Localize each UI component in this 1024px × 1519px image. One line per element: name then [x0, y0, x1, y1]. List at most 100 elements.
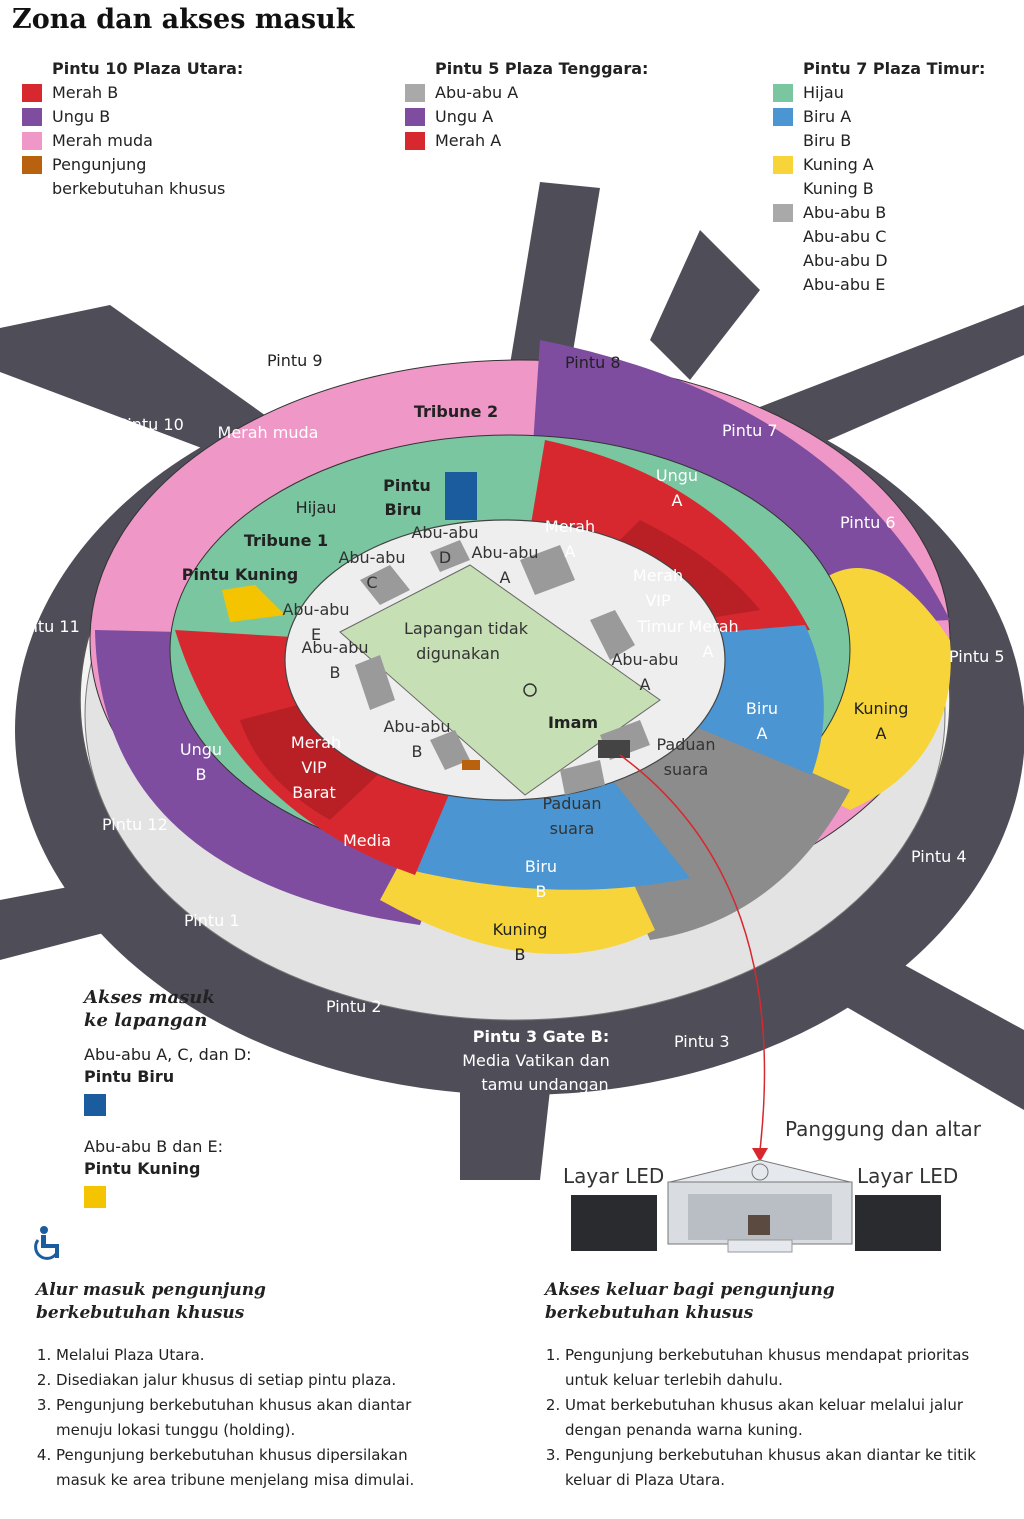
zone-label: Biru — [525, 857, 557, 876]
gate-labels: Pintu 9 Pintu 8 Pintu 10 Pintu 7 Pintu 6… — [14, 351, 1005, 1051]
floor-label: Abu-abu — [282, 600, 349, 619]
led-label-right: Layar LED — [857, 1164, 958, 1188]
list-item: Pengunjung berkebutuhan khusus akan dian… — [56, 1393, 456, 1443]
zone-label: Barat — [292, 783, 335, 802]
floor-label: Abu-abu — [301, 638, 368, 657]
access-heading: ke lapangan — [84, 1010, 208, 1031]
legend-plaza-tenggara: Pintu 5 Plaza Tenggara: Abu-abu A Ungu A… — [405, 57, 648, 153]
floor-label: suara — [550, 819, 595, 838]
legend-label: Hijau — [803, 83, 844, 102]
gate-label: Pintu 9 — [267, 351, 323, 370]
legend-swatch — [773, 156, 793, 174]
legend-label: Ungu B — [52, 107, 111, 126]
gate-label: Pintu 1 — [184, 911, 240, 930]
floor-label: Paduan — [657, 735, 716, 754]
floor-label: Abu-abu — [411, 523, 478, 542]
list-item: Pengunjung berkebutuhan khusus mendapat … — [565, 1343, 995, 1393]
field — [339, 564, 661, 796]
stage-title: Panggung dan altar — [785, 1117, 982, 1141]
accessible-area — [462, 760, 480, 770]
legend-plaza-timur: Pintu 7 Plaza Timur: Hijau Biru A Biru B… — [773, 57, 985, 297]
zone-label: A — [703, 642, 714, 661]
notes-heading: Alur masuk pengunjung — [36, 1280, 266, 1300]
floor-label: Abu-abu — [471, 543, 538, 562]
notes-heading: Akses keluar bagi pengunjung — [545, 1280, 835, 1300]
zone-label: Ungu — [180, 740, 222, 759]
floor-label: Abu-abu — [338, 548, 405, 567]
notes-heading: berkebutuhan khusus — [36, 1303, 245, 1323]
gate-label: Pintu 6 — [840, 513, 896, 532]
floor-label: Imam — [548, 713, 598, 732]
zone-label: Tribune 2 — [414, 402, 498, 421]
access-heading: Akses masuk — [84, 987, 215, 1008]
zone-label: VIP — [301, 758, 327, 777]
floor-label: D — [439, 548, 451, 567]
list-item: Umat berkebutuhan khusus akan keluar mel… — [565, 1393, 995, 1443]
zone-label: Media — [343, 831, 391, 850]
legend-label: Biru B — [803, 131, 852, 150]
arrow-to-stage — [619, 754, 766, 1151]
access-group-text: Abu-abu B dan E: — [84, 1137, 223, 1156]
legend-swatch — [773, 108, 793, 126]
legend-label: Pengunjung berkebutuhan khusus — [52, 155, 226, 198]
gate-label: Pintu 5 — [949, 647, 1005, 666]
floor-label: A — [500, 568, 511, 587]
gate-label: Pintu 12 — [102, 815, 168, 834]
legend-label: Abu-abu B — [803, 203, 887, 222]
gate-label: Pintu 3 — [674, 1032, 730, 1051]
floor-label: C — [366, 573, 377, 592]
legend-label: Abu-abu C — [803, 227, 887, 246]
legend-swatch — [405, 108, 425, 126]
floor-label: Lapangan tidak — [404, 619, 529, 638]
zone-label: Merah muda — [218, 423, 319, 442]
access-group-text: Abu-abu A, C, dan D: — [84, 1045, 252, 1064]
floor-label: suara — [664, 760, 709, 779]
zone-label: Timur Merah — [636, 617, 738, 636]
gate3-title: Pintu 3 Gate B: — [473, 1027, 610, 1046]
gate-label: Pintu 4 — [911, 847, 967, 866]
floor-label: A — [640, 675, 651, 694]
floor-label: B — [412, 742, 423, 761]
legend-label: Ungu A — [435, 107, 494, 126]
legend-swatch — [773, 204, 793, 222]
zone-label: A — [757, 724, 768, 743]
zone-label: A — [565, 542, 576, 561]
legend-swatch — [22, 84, 42, 102]
zone-label: Ungu — [656, 466, 698, 485]
altar-block — [598, 740, 630, 758]
legend-label: Merah A — [435, 131, 502, 150]
entry-notes: Alur masuk pengunjung berkebutuhan khusus… — [36, 1279, 456, 1493]
zone-label: Biru — [746, 699, 778, 718]
floor-label: E — [311, 625, 321, 644]
pintu-biru-entrance — [445, 472, 477, 520]
gate-label: Pintu 7 — [722, 421, 778, 440]
floor-label: Abu-abu — [611, 650, 678, 669]
gate-label: Pintu 8 — [565, 353, 621, 372]
list-item: Melalui Plaza Utara. — [56, 1343, 456, 1368]
wheelchair-icon — [34, 1226, 59, 1260]
zone-labels: Merah muda Tribune 2 Tribune 1 Hijau Pin… — [180, 402, 908, 964]
stage-labels: Panggung dan altar Layar LED Layar LED — [563, 1117, 982, 1188]
notes-heading: berkebutuhan khusus — [545, 1303, 754, 1323]
led-screen-left — [571, 1195, 657, 1251]
led-label-left: Layar LED — [563, 1164, 664, 1188]
legend-label: Abu-abu E — [803, 275, 886, 294]
zone-label: A — [672, 491, 683, 510]
access-group-gate: Pintu Biru — [84, 1067, 175, 1086]
pintu-kuning-entrance — [222, 585, 285, 622]
legend-swatch — [405, 132, 425, 150]
legend-swatch — [22, 156, 42, 174]
center-marker-icon — [523, 683, 537, 697]
list-item: Pengunjung berkebutuhan khusus akan dian… — [565, 1443, 995, 1493]
